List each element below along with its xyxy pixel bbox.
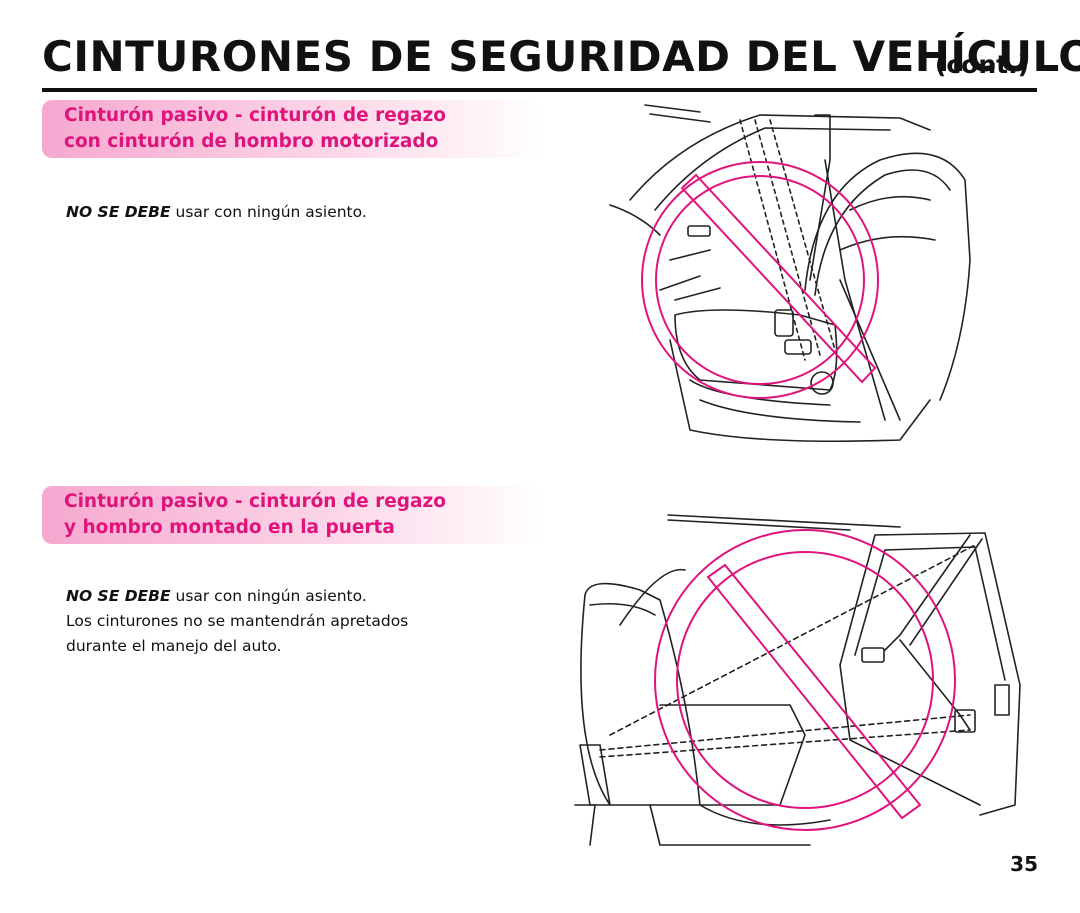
title-text: CINTURONES DE SEGURIDAD DEL VEHÍCULO (42, 32, 1080, 81)
section-2-heading: Cinturón pasivo - cinturón de regazo y h… (42, 486, 542, 544)
section-1-text: NO SE DEBE usar con ningún asiento. (66, 203, 367, 221)
section-1-emphasis: NO SE DEBE (66, 203, 171, 221)
section-2-text-1: usar con ningún asiento. (170, 587, 367, 605)
section-1-heading-line-1: Cinturón pasivo - cinturón de regazo (64, 105, 446, 126)
section-2-text-3: durante el manejo del auto. (66, 637, 282, 655)
section-2-heading-line-1: Cinturón pasivo - cinturón de regazo (64, 491, 446, 512)
section-2-emphasis: NO SE DEBE (66, 587, 171, 605)
section-2-heading-line-2: y hombro montado en la puerta (64, 517, 395, 538)
motorized-belt-illustration (609, 104, 971, 443)
door-belt-illustration (574, 514, 1021, 846)
section-1-heading: Cinturón pasivo - cinturón de regazo con… (42, 100, 542, 158)
section-2-text-2: Los cinturones no se mantendrán apretado… (66, 612, 409, 630)
page-number: 35 (1010, 852, 1038, 876)
section-2-text: NO SE DEBE usar con ningún asiento. (66, 587, 367, 605)
title-cont-text: (cont.) (934, 50, 1029, 79)
section-1-heading-line-2: con cinturón de hombro motorizado (64, 131, 439, 152)
section-1-text-1: usar con ningún asiento. (170, 203, 367, 221)
page-title: CINTURONES DE SEGURIDAD DEL VEHÍCULO (co… (42, 32, 1080, 92)
